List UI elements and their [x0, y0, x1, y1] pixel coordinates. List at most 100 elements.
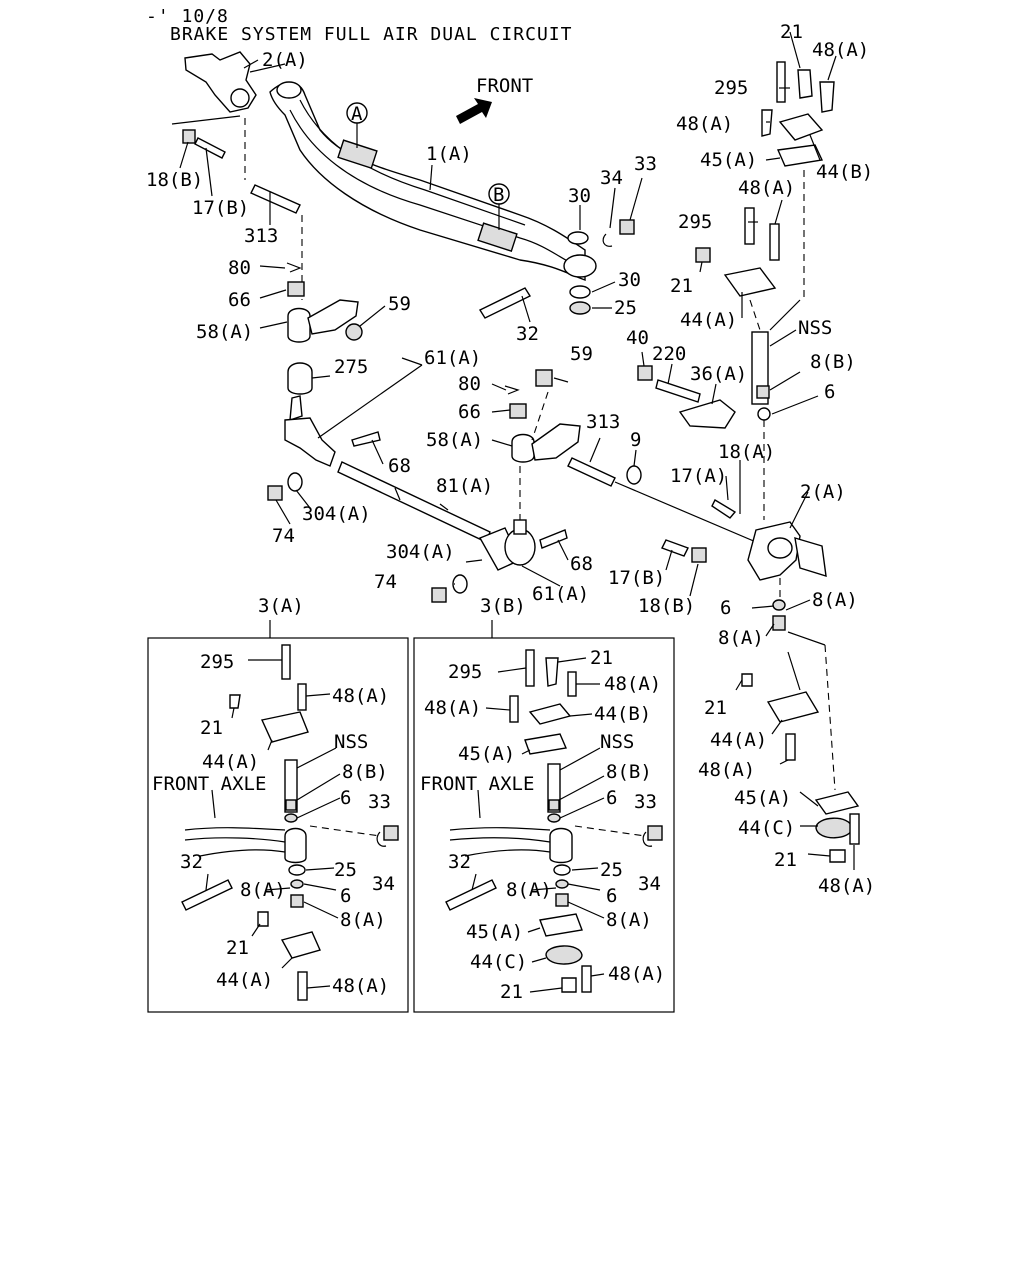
callout: 21 [200, 717, 223, 739]
panel-3b-frame [413, 637, 675, 1013]
callout: 81(A) [436, 475, 493, 497]
callout: 44(C) [470, 951, 527, 973]
callout: 17(B) [608, 567, 665, 589]
callout: 34 [600, 167, 623, 189]
callout: 74 [272, 525, 295, 547]
callout: 25 [600, 859, 623, 881]
callout: 304(A) [386, 541, 455, 563]
callout: 8(A) [340, 909, 386, 931]
callout: 295 [678, 211, 712, 233]
callouts-panel-3a: 3(A) 295 48(A) 21 44(A) NSS 8(B) FRONT A… [152, 595, 395, 997]
callout: 59 [388, 293, 411, 315]
callout: 48(A) [332, 975, 389, 997]
callout: 34 [638, 873, 661, 895]
callout: 220 [652, 343, 686, 365]
callout: 8(A) [718, 627, 764, 649]
callout: 80 [228, 257, 251, 279]
callout: 59 [570, 343, 593, 365]
callout: 44(B) [816, 161, 873, 183]
ref-mark-a: A [346, 102, 368, 148]
callout: FRONT AXLE [420, 773, 534, 795]
callout: 21 [780, 21, 803, 43]
axle-beam [269, 81, 597, 281]
callout: 21 [704, 697, 727, 719]
callout: 2(A) [262, 49, 308, 71]
callout: 6 [340, 885, 351, 907]
callout: 32 [516, 323, 539, 345]
callout: 18(A) [718, 441, 775, 463]
callout: 44(A) [710, 729, 767, 751]
steering-arm-center [504, 369, 581, 463]
callout: 25 [614, 297, 637, 319]
callout: 6 [606, 885, 617, 907]
callout: 66 [458, 401, 481, 423]
callout: 6 [720, 597, 731, 619]
front-direction-arrow: FRONT [456, 75, 533, 124]
callout: 44(A) [202, 751, 259, 773]
callout: 9 [630, 429, 641, 451]
callout: 295 [448, 661, 482, 683]
right-knuckle [661, 521, 827, 581]
callout: 48(A) [608, 963, 665, 985]
right-brake-chamber-top [695, 61, 835, 331]
callout: 8(A) [606, 909, 652, 931]
callouts-panel-3b: 3(B) 295 21 48(A) 48(A) 44(B) 45(A) NSS … [420, 595, 665, 1003]
diagram-code: -' 10/8 [146, 6, 229, 27]
callout: 48(A) [424, 697, 481, 719]
right-king-pin-assembly [637, 331, 771, 520]
callout: 44(C) [738, 817, 795, 839]
tie-rod-end-center [431, 466, 568, 603]
callout: 21 [774, 849, 797, 871]
callout: 45(A) [466, 921, 523, 943]
ref-mark-b: B [488, 183, 510, 230]
callout: 48(A) [818, 875, 875, 897]
callout: 80 [458, 373, 481, 395]
callout: 68 [388, 455, 411, 477]
tie-rod-end-left [267, 262, 381, 501]
callout: 58(A) [426, 429, 483, 451]
callout: 74 [374, 571, 397, 593]
callout: 33 [634, 153, 657, 175]
callout: 61(A) [532, 583, 589, 605]
left-knuckle [184, 51, 286, 113]
callout: 45(A) [700, 149, 757, 171]
panel-title: 3(A) [258, 595, 304, 617]
callout: 58(A) [196, 321, 253, 343]
callout: 21 [500, 981, 523, 1003]
callout: 45(A) [734, 787, 791, 809]
callout: 8(A) [812, 589, 858, 611]
right-brake-chamber-bottom [741, 578, 860, 863]
callout: NSS [334, 731, 368, 753]
callout: 1(A) [426, 143, 472, 165]
callout: 40 [626, 327, 649, 349]
callout: 48(A) [676, 113, 733, 135]
king-pin-313-left [244, 118, 303, 300]
callout: 68 [570, 553, 593, 575]
callout: 21 [226, 937, 249, 959]
callout: 295 [714, 77, 748, 99]
callout: 61(A) [424, 347, 481, 369]
callout: 313 [586, 411, 620, 433]
callout: 36(A) [690, 363, 747, 385]
callout: 45(A) [458, 743, 515, 765]
callout: 17(A) [670, 465, 727, 487]
callout: 21 [670, 275, 693, 297]
svg-text:FRONT: FRONT [476, 75, 533, 97]
callout: 34 [372, 873, 395, 895]
washers-right-beam [478, 219, 635, 319]
callout: 44(B) [594, 703, 651, 725]
stud-18b-17b-left [171, 115, 241, 159]
diagram-title: BRAKE SYSTEM FULL AIR DUAL CIRCUIT [170, 24, 573, 45]
callout: 48(A) [812, 39, 869, 61]
svg-text:A: A [351, 103, 363, 125]
callout: FRONT AXLE [152, 773, 266, 795]
callout: NSS [600, 731, 634, 753]
callout: 295 [200, 651, 234, 673]
callout: 48(A) [698, 759, 755, 781]
tie-rod-81a [337, 461, 491, 543]
callout: 8(B) [342, 761, 388, 783]
callout: 17(B) [192, 197, 249, 219]
callout: 48(A) [332, 685, 389, 707]
callout: 8(B) [606, 761, 652, 783]
